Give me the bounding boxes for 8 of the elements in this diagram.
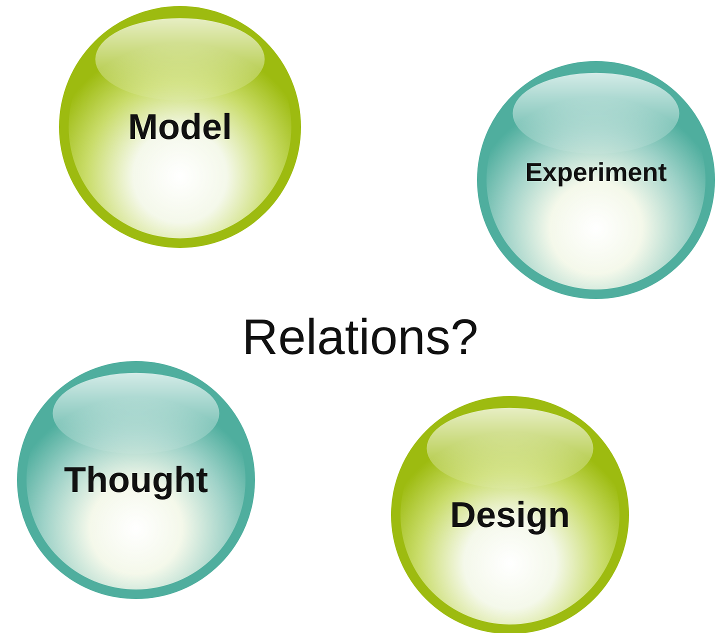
node-label: Experiment xyxy=(525,156,667,188)
center-question: Relations? xyxy=(242,308,478,366)
node-label: Design xyxy=(450,494,570,536)
sphere-node xyxy=(59,6,301,248)
sphere-node xyxy=(17,361,255,599)
node-label: Thought xyxy=(64,459,208,501)
sphere-node xyxy=(477,61,715,299)
node-label: Model xyxy=(128,106,232,148)
